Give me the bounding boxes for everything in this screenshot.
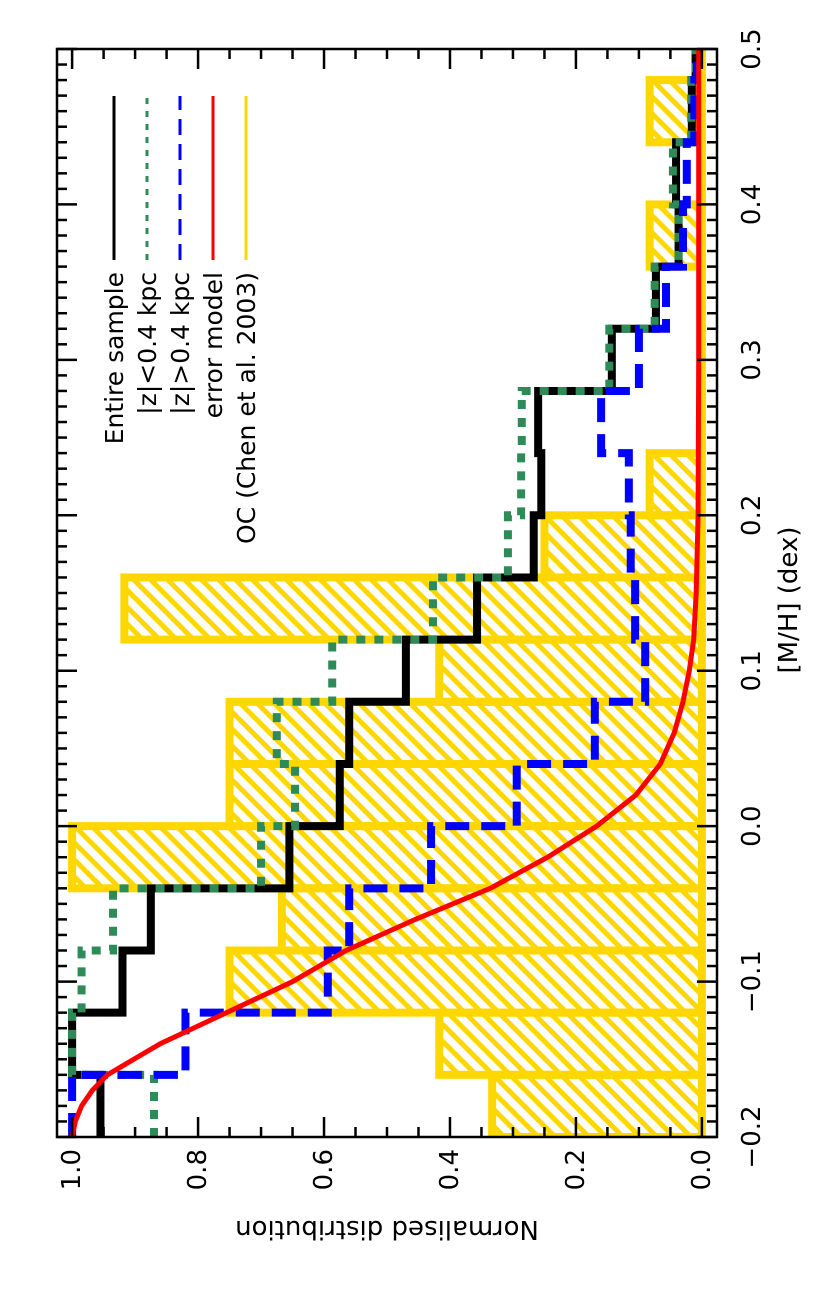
y-tick-label: 0.6 [309, 1149, 339, 1190]
oc-histogram-bar [225, 697, 706, 768]
data-layer [68, 49, 706, 1137]
x-axis-label: [M/H] (dex) [774, 526, 804, 673]
low-z-histogram [68, 49, 700, 1137]
oc-histogram-bar [120, 573, 706, 644]
x-tick-label: −0.1 [737, 950, 767, 1013]
oc-histogram-bar [645, 449, 706, 520]
oc-histogram-bar [540, 511, 706, 582]
oc-histogram-bar [225, 946, 706, 1017]
legend-label: OC (Chen et al. 2003) [232, 272, 261, 544]
legend-label: |z|<0.4 kpc [133, 272, 162, 415]
y-tick-label: 0.2 [561, 1149, 591, 1190]
y-tick-label: 1.0 [57, 1149, 87, 1190]
x-tick-label: 0.4 [737, 184, 767, 225]
x-tick-label: −0.2 [737, 1105, 767, 1168]
oc-histogram-bar [68, 822, 706, 893]
legend-label: |z|>0.4 kpc [166, 272, 195, 415]
oc-histogram-bar [277, 884, 706, 955]
x-tick-label: 0.2 [737, 495, 767, 536]
rotated-plot: −0.2 −0.1 0.0 0.1 0.2 0.3 0.4 0.5 0.0 0.2 0.4 0.6 0.… [55, 28, 804, 1244]
y-tick-label: 0.0 [687, 1149, 717, 1190]
x-tick-label: 0.1 [737, 650, 767, 691]
axis-labels: −0.2 −0.1 0.0 0.1 0.2 0.3 0.4 0.5 0.0 0.2 0.4 0.6 0.… [57, 28, 804, 1244]
high-z-histogram [68, 49, 701, 1137]
oc-histogram-bar [435, 1008, 706, 1079]
y-tick-label: 0.4 [435, 1149, 465, 1190]
error-model-curve [69, 49, 702, 1137]
oc-histogram-bar [225, 759, 706, 831]
legend-label: Entire sample [100, 272, 129, 444]
x-tick-label: 0.3 [737, 339, 767, 380]
x-tick-label: 0.5 [737, 28, 767, 69]
y-tick-label: 0.8 [183, 1149, 213, 1190]
legend-label: error model [199, 272, 228, 418]
axis-ticks [57, 47, 717, 1139]
x-tick-label: 0.0 [737, 805, 767, 846]
y-axis-label: Normalised distribution [235, 1214, 539, 1244]
oc-histogram-bar [435, 635, 706, 706]
